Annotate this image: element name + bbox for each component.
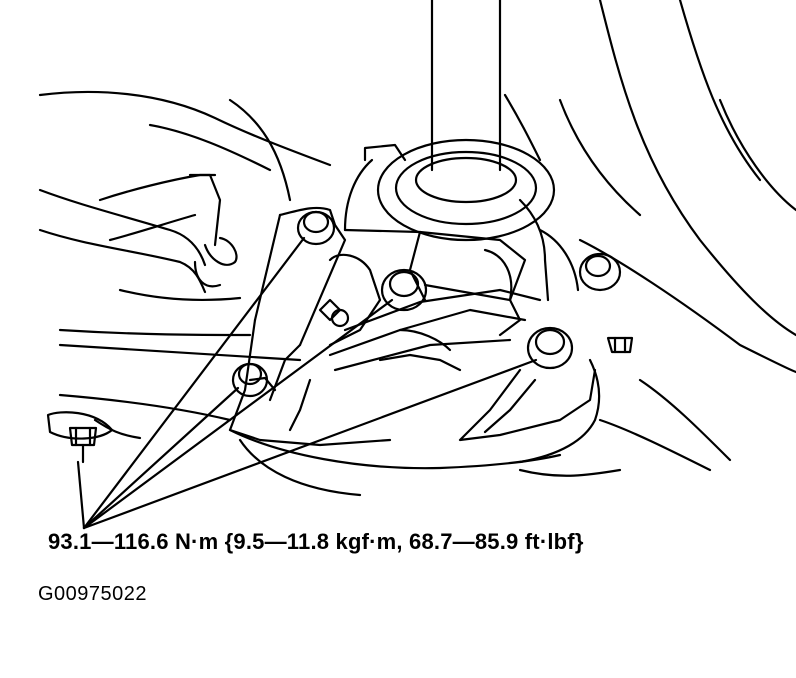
gear-housing (343, 143, 580, 302)
hose-assembly (38, 173, 242, 302)
figure-code: G00975022 (38, 583, 148, 605)
bolt-lower-left (231, 362, 269, 398)
bolt-far-right (578, 252, 622, 292)
bolt-right (526, 326, 574, 370)
leader-lines (76, 236, 538, 530)
torque-specification: 93.1—116.6 N·m {9.5—11.8 kgf·m, 68.7—85.… (48, 529, 584, 554)
mount-bracket (228, 206, 601, 497)
bolt-center (380, 268, 428, 312)
driveshaft-tube (376, 0, 556, 242)
nut-right-icon (606, 336, 634, 354)
bolt-upper-left (296, 210, 336, 246)
nut-left-icon (46, 411, 114, 464)
body-contours (38, 0, 796, 472)
